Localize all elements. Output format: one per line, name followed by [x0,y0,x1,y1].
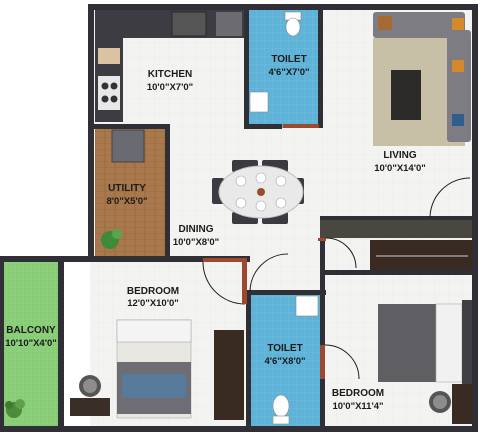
dining-name: DINING [179,224,214,235]
dining-table [212,160,304,224]
living-cushions [378,16,464,126]
utility-name: UTILITY [108,183,146,194]
toilet-2-name: TOILET [267,343,302,354]
bedroom-1-wardrobe [214,330,244,420]
toilet-1-name: TOILET [271,54,306,65]
balcony-name: BALCONY [6,325,56,336]
walls [0,4,478,432]
bedroom-1-bed [116,319,192,419]
bedroom-2-chair [429,391,451,413]
utility-plant [101,229,122,249]
bedroom-1-chair [79,375,101,397]
kitchen-counter [95,10,245,122]
toilet-2-basin [295,295,319,317]
toilet-2-wc [272,394,290,425]
door-frames [203,124,326,379]
balcony-floor [2,260,60,428]
balcony-size: 10'10"X4'0" [5,338,57,349]
living-name: LIVING [383,150,417,161]
bedroom-1-name: BEDROOM [127,286,179,297]
utility-size: 8'0"X5'0" [107,196,148,207]
balcony-plant [5,399,25,418]
kitchen-name: KITCHEN [148,69,192,80]
washing-machine [111,129,145,163]
door-swings [202,177,471,380]
kitchen-size: 10'0"X7'0" [147,82,193,93]
bedroom-2-name: BEDROOM [332,388,384,399]
bedroom-1-desk [70,398,110,416]
toilet-1-wc [284,11,302,37]
bedroom-2-bed [378,300,472,386]
sofa-top [373,12,465,38]
toilet-1-size: 4'6"X7'0" [269,67,310,78]
toilet-2-size: 4'6"X8'0" [265,356,306,367]
bedroom-1-size: 12'0"X10'0" [127,298,179,309]
bedroom-2-side-table [452,384,472,424]
console-top [320,218,474,238]
toilet-1-basin [249,91,269,113]
bedroom-2-size: 10'0"X11'4" [332,401,383,412]
living-size: 10'0"X14'0" [374,163,426,174]
coffee-table [391,70,421,120]
dining-size: 10'0"X8'0" [173,237,219,248]
